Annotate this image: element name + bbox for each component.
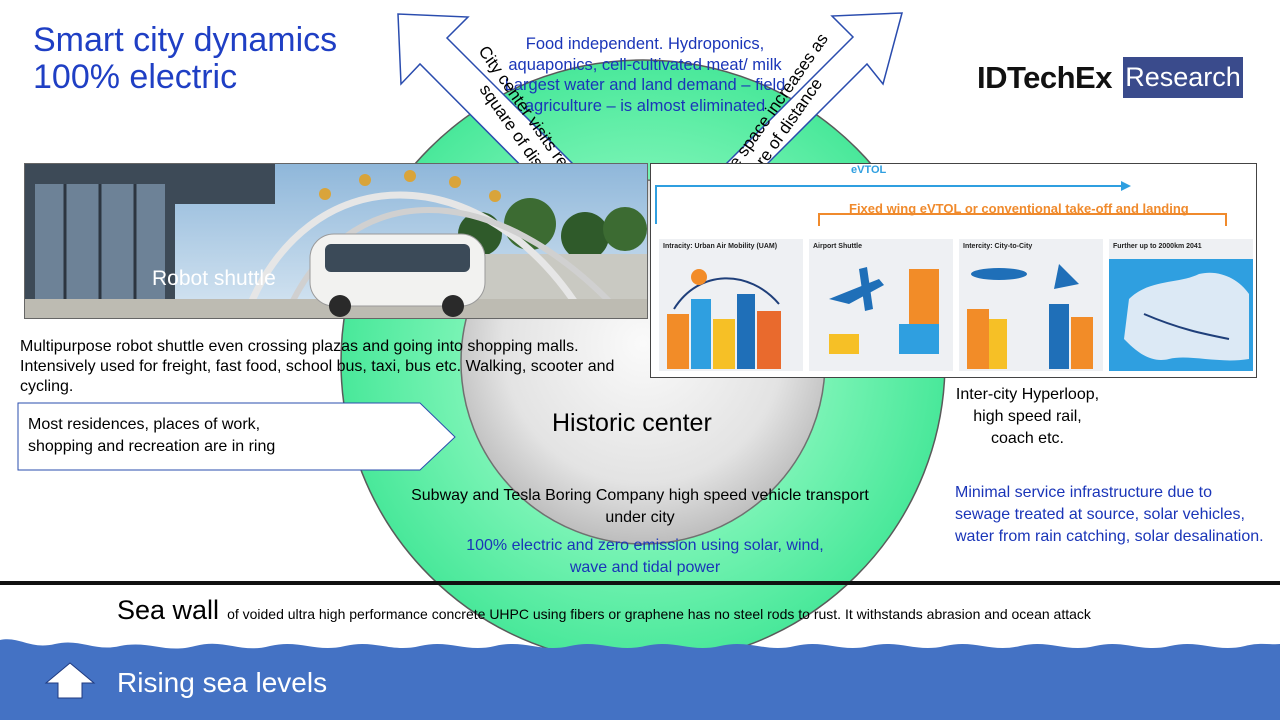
up-arrow-icon (44, 662, 96, 699)
panel-airport: Airport Shuttle (809, 239, 953, 371)
sea-wall-band (0, 581, 1280, 585)
panel-intercity-label: Intercity: City-to-City (963, 243, 1033, 250)
food-text: Food independent. Hydroponics, aquaponic… (504, 35, 786, 115)
sea-wall-description: of voided ultra high performance concret… (227, 606, 1091, 622)
intercity-text: Inter-city Hyperloop, high speed rail, c… (955, 386, 1100, 447)
evtol-label: eVTOL (851, 164, 887, 176)
title-line-2: 100% electric (33, 58, 238, 96)
historic-center-label: Historic center (552, 409, 712, 437)
intercity-icon (967, 264, 1093, 369)
logo-main-text: IDTechEx (977, 60, 1112, 95)
robot-shuttle-photo: Robot shuttle (24, 163, 648, 319)
residences-callout (17, 402, 456, 471)
evtol-graphic-lines (655, 181, 1227, 226)
panel-intercity: Intercity: City-to-City (959, 239, 1103, 371)
panel-long-range: Further up to 2000km 2041 (1109, 239, 1253, 371)
sea-wall-text: Sea wall of voided ultra high performance… (117, 595, 1277, 626)
panel-airport-label: Airport Shuttle (813, 243, 862, 250)
fixed-wing-label: Fixed wing eVTOL or conventional take-of… (849, 201, 1189, 216)
panel-uam-label: Intracity: Urban Air Mobility (UAM) (663, 243, 778, 250)
electric-text: 100% electric and zero emission using so… (466, 537, 824, 576)
subway-text: Subway and Tesla Boring Company high spe… (411, 487, 869, 526)
logo-research-box: Research (1123, 57, 1243, 98)
shuttle-description: Multipurpose robot shuttle even crossing… (20, 338, 615, 395)
title-line-1: Smart city dynamics (33, 21, 338, 59)
infrastructure-text: Minimal service infrastructure due to se… (955, 484, 1264, 545)
residences-text: Most residences, places of work, shoppin… (28, 416, 276, 455)
evtol-graphic: eVTOL Fixed wing eVTOL or conventional t… (650, 163, 1257, 378)
robot-shuttle-label: Robot shuttle (152, 267, 276, 290)
airplane-icon (829, 267, 939, 354)
rising-sea-label: Rising sea levels (117, 667, 328, 698)
sea-wall-title: Sea wall (117, 595, 220, 625)
sea-water (0, 639, 1280, 720)
panel-uam: Intracity: Urban Air Mobility (UAM) (659, 239, 803, 371)
city-icon (667, 269, 781, 369)
panel-long-range-label: Further up to 2000km 2041 (1113, 243, 1202, 250)
page-title: Smart city dynamics 100% electric (33, 22, 337, 96)
robot-shuttle-illustration (25, 164, 647, 318)
europe-map-icon (1109, 259, 1253, 371)
